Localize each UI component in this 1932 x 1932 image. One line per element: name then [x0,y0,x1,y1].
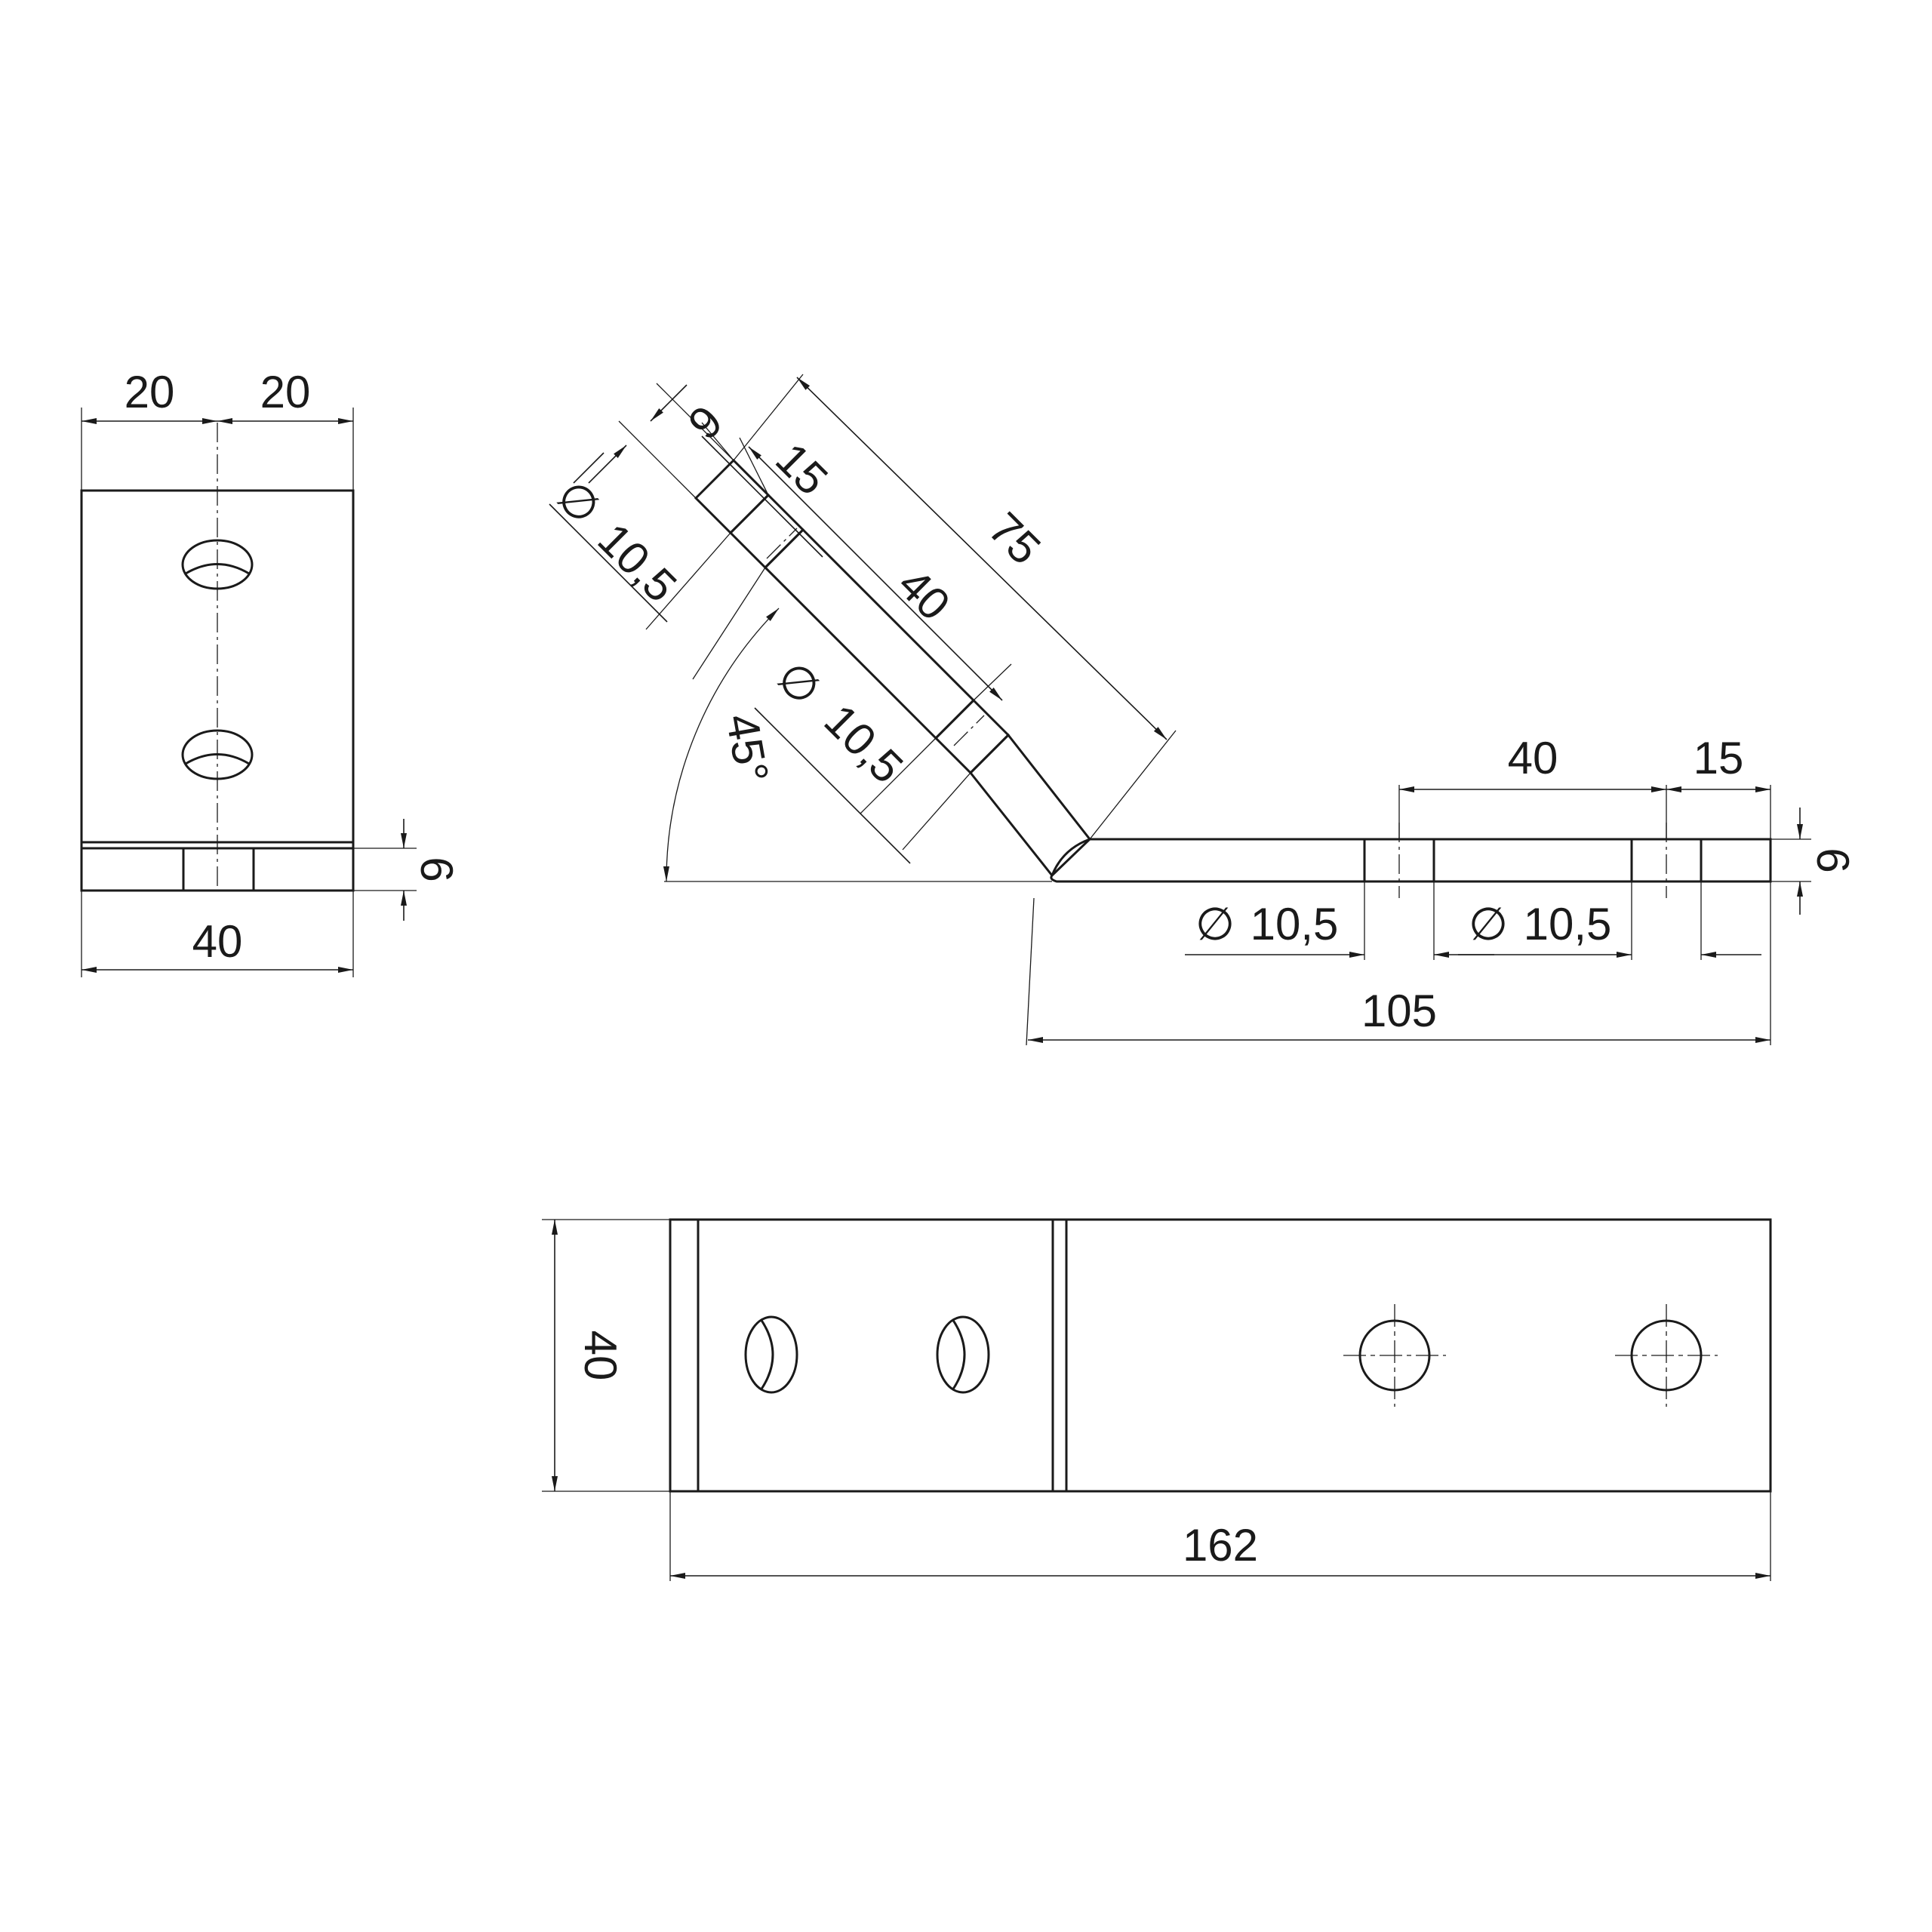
flat-hole-dia-1: 10,5 [1251,899,1339,949]
flat-hole-dia-2-symbol: ∅ [1469,899,1508,949]
end-view-dim-top-right: 20 [260,367,311,417]
end-view-dim-thickness: 6 [411,857,462,881]
flat-dim-thickness: 6 [1807,848,1858,872]
top-view-outline [669,1218,1772,1493]
end-view-slot-lower [181,729,254,780]
top-view-slot-1 [744,1315,798,1394]
angled-dim-thickness: 6 [678,395,732,449]
end-view-dim-top-left: 20 [125,367,175,417]
end-view: 20 20 40 6 [80,367,462,977]
angled-dim-leg-length: 75 [979,503,1051,574]
angled-hole-dia-2-symbol: ∅ [767,651,830,715]
top-view-dim-length: 162 [1183,1520,1258,1571]
flat-dim-end-offset: 15 [1694,733,1744,783]
side-view: 45° 6 15 75 40 ∅ 10,5 ∅ 10,5 [546,374,1858,1046]
top-view-slot-2 [936,1315,990,1394]
angled-hole-dia-1-symbol: ∅ [546,470,610,534]
top-view: 40 162 [542,1218,1772,1581]
angled-hole-dia-2: 10,5 [815,695,913,793]
flat-hole-dia-2: 10,5 [1524,899,1612,949]
top-view-hole-2 [1615,1304,1718,1407]
top-view-dim-width: 40 [575,1331,626,1381]
angled-hole-dia-1: 10,5 [589,514,687,612]
flat-leg-section [1050,838,1772,883]
end-view-section [80,847,355,892]
angled-dim-hole-spacing: 40 [888,558,960,630]
flat-dim-leg-length: 105 [1361,986,1437,1036]
top-view-hole-1 [1343,1304,1446,1407]
flat-dim-hole-spacing: 40 [1508,733,1558,783]
angled-dim-first-offset: 15 [766,433,838,505]
bend-angle-label: 45° [716,710,778,786]
flat-hole-dia-1-symbol: ∅ [1195,899,1235,949]
end-view-slot-upper [181,539,254,590]
end-view-dim-width: 40 [192,916,243,967]
